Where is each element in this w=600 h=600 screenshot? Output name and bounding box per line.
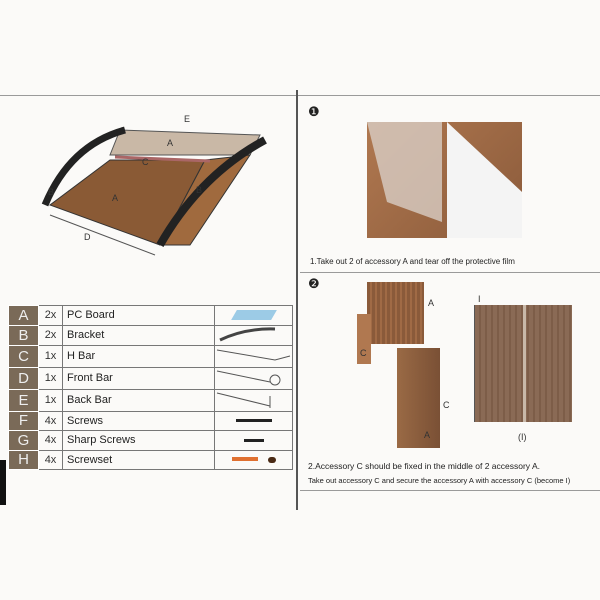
part-image-icon	[214, 305, 293, 326]
step-divider	[300, 272, 600, 273]
part-letter: G	[8, 430, 39, 451]
part-letter: B	[8, 324, 39, 346]
part-name: Bracket	[62, 324, 215, 346]
part-image-icon	[214, 324, 293, 346]
label-d: D	[84, 232, 91, 242]
part-qty: 4x	[38, 449, 63, 470]
part-letter: A	[8, 305, 39, 326]
label-b-right: B	[196, 185, 203, 195]
part-qty: 2x	[38, 305, 63, 326]
canopy-diagram	[41, 126, 267, 256]
board-a-photo	[367, 282, 424, 344]
step1-photo	[367, 122, 522, 238]
part-qty: 2x	[38, 324, 63, 346]
label-a-bottom: A	[112, 193, 119, 203]
h-bar-photo	[357, 314, 371, 364]
part-letter: E	[8, 388, 39, 412]
step1-number: ❶	[308, 104, 320, 119]
panel-i-photo	[474, 305, 572, 422]
page-divider	[296, 90, 298, 510]
assembled-board-photo	[397, 348, 440, 448]
part-name: Screwset	[62, 449, 215, 470]
part-letter: C	[8, 344, 39, 368]
part-image-icon	[214, 410, 293, 431]
part-image-icon	[214, 449, 293, 470]
label-c: C	[142, 157, 149, 167]
page-top-rule	[0, 95, 600, 96]
part-name: Screws	[62, 410, 215, 431]
label-c2: C	[443, 400, 450, 410]
step2-caption-1: 2.Accessory C should be fixed in the mid…	[308, 461, 540, 471]
part-name: Sharp Screws	[62, 430, 215, 451]
part-image-icon	[214, 430, 293, 451]
part-qty: 1x	[38, 366, 63, 390]
part-qty: 1x	[38, 388, 63, 412]
part-name: H Bar	[62, 344, 215, 368]
part-qty: 4x	[38, 410, 63, 431]
part-name: PC Board	[62, 305, 215, 326]
label-i-bottom: (I)	[518, 432, 527, 442]
part-name: Back Bar	[62, 388, 215, 412]
part-image-icon	[214, 366, 293, 390]
step1-caption: 1.Take out 2 of accessory A and tear off…	[310, 257, 515, 266]
label-c1: C	[360, 348, 367, 358]
part-letter: D	[8, 366, 39, 390]
bottom-rule	[300, 490, 600, 491]
label-a2: A	[424, 430, 431, 440]
part-qty: 1x	[38, 344, 63, 368]
label-b-left: B	[48, 187, 55, 197]
step2-caption-2: Take out accessory C and secure the acce…	[308, 476, 571, 485]
step2-number: ❷	[308, 276, 320, 291]
part-letter: H	[8, 449, 39, 470]
label-e: E	[184, 114, 191, 124]
part-qty: 4x	[38, 430, 63, 451]
part-name: Front Bar	[62, 366, 215, 390]
label-a-top: A	[167, 138, 174, 148]
part-image-icon	[214, 388, 293, 412]
label-i-top: I	[478, 294, 481, 304]
part-image-icon	[214, 344, 293, 368]
part-letter: F	[8, 410, 39, 431]
binding-shadow	[0, 460, 6, 505]
protective-film	[367, 122, 522, 238]
label-a1: A	[428, 298, 435, 308]
